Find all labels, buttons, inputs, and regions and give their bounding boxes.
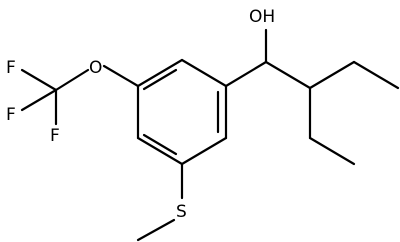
bond-carbinol-to-ch <box>264 60 312 90</box>
sulfur-label: S <box>176 202 187 222</box>
hydroxyl-label: OH <box>249 7 275 27</box>
ring-bond-6 <box>180 58 228 88</box>
bond-ring-to-ether-o <box>102 64 140 88</box>
bond-ring-to-carbinol <box>224 60 268 88</box>
bond-ethyl-b1-to-b2 <box>308 136 356 166</box>
ring-bond-5 <box>136 58 184 88</box>
fluorine-label-2: F <box>6 105 16 125</box>
bond-ethyl-a1-to-a2 <box>352 60 400 90</box>
ether-oxygen-label: O <box>89 58 102 78</box>
bond-ch-to-ethyl-a1 <box>308 60 356 90</box>
fluorine-label-1: F <box>6 58 16 78</box>
ring-double-bond-2 <box>142 133 178 156</box>
bond-ether-o-to-cf3 <box>54 68 90 92</box>
methylthio-group <box>136 162 184 242</box>
ring-double-bond-3 <box>142 68 178 91</box>
ring-bond-3 <box>136 136 184 166</box>
bond-cf3-to-f2 <box>20 88 58 112</box>
benzene-ring <box>136 58 228 166</box>
ring-bond-2 <box>180 136 228 166</box>
bond-s-to-methyl <box>136 218 176 242</box>
side-chain <box>224 28 400 166</box>
fluorine-label-3: F <box>50 126 60 146</box>
trifluoromethoxy-group <box>20 64 140 126</box>
bond-cf3-to-f1 <box>20 68 58 92</box>
